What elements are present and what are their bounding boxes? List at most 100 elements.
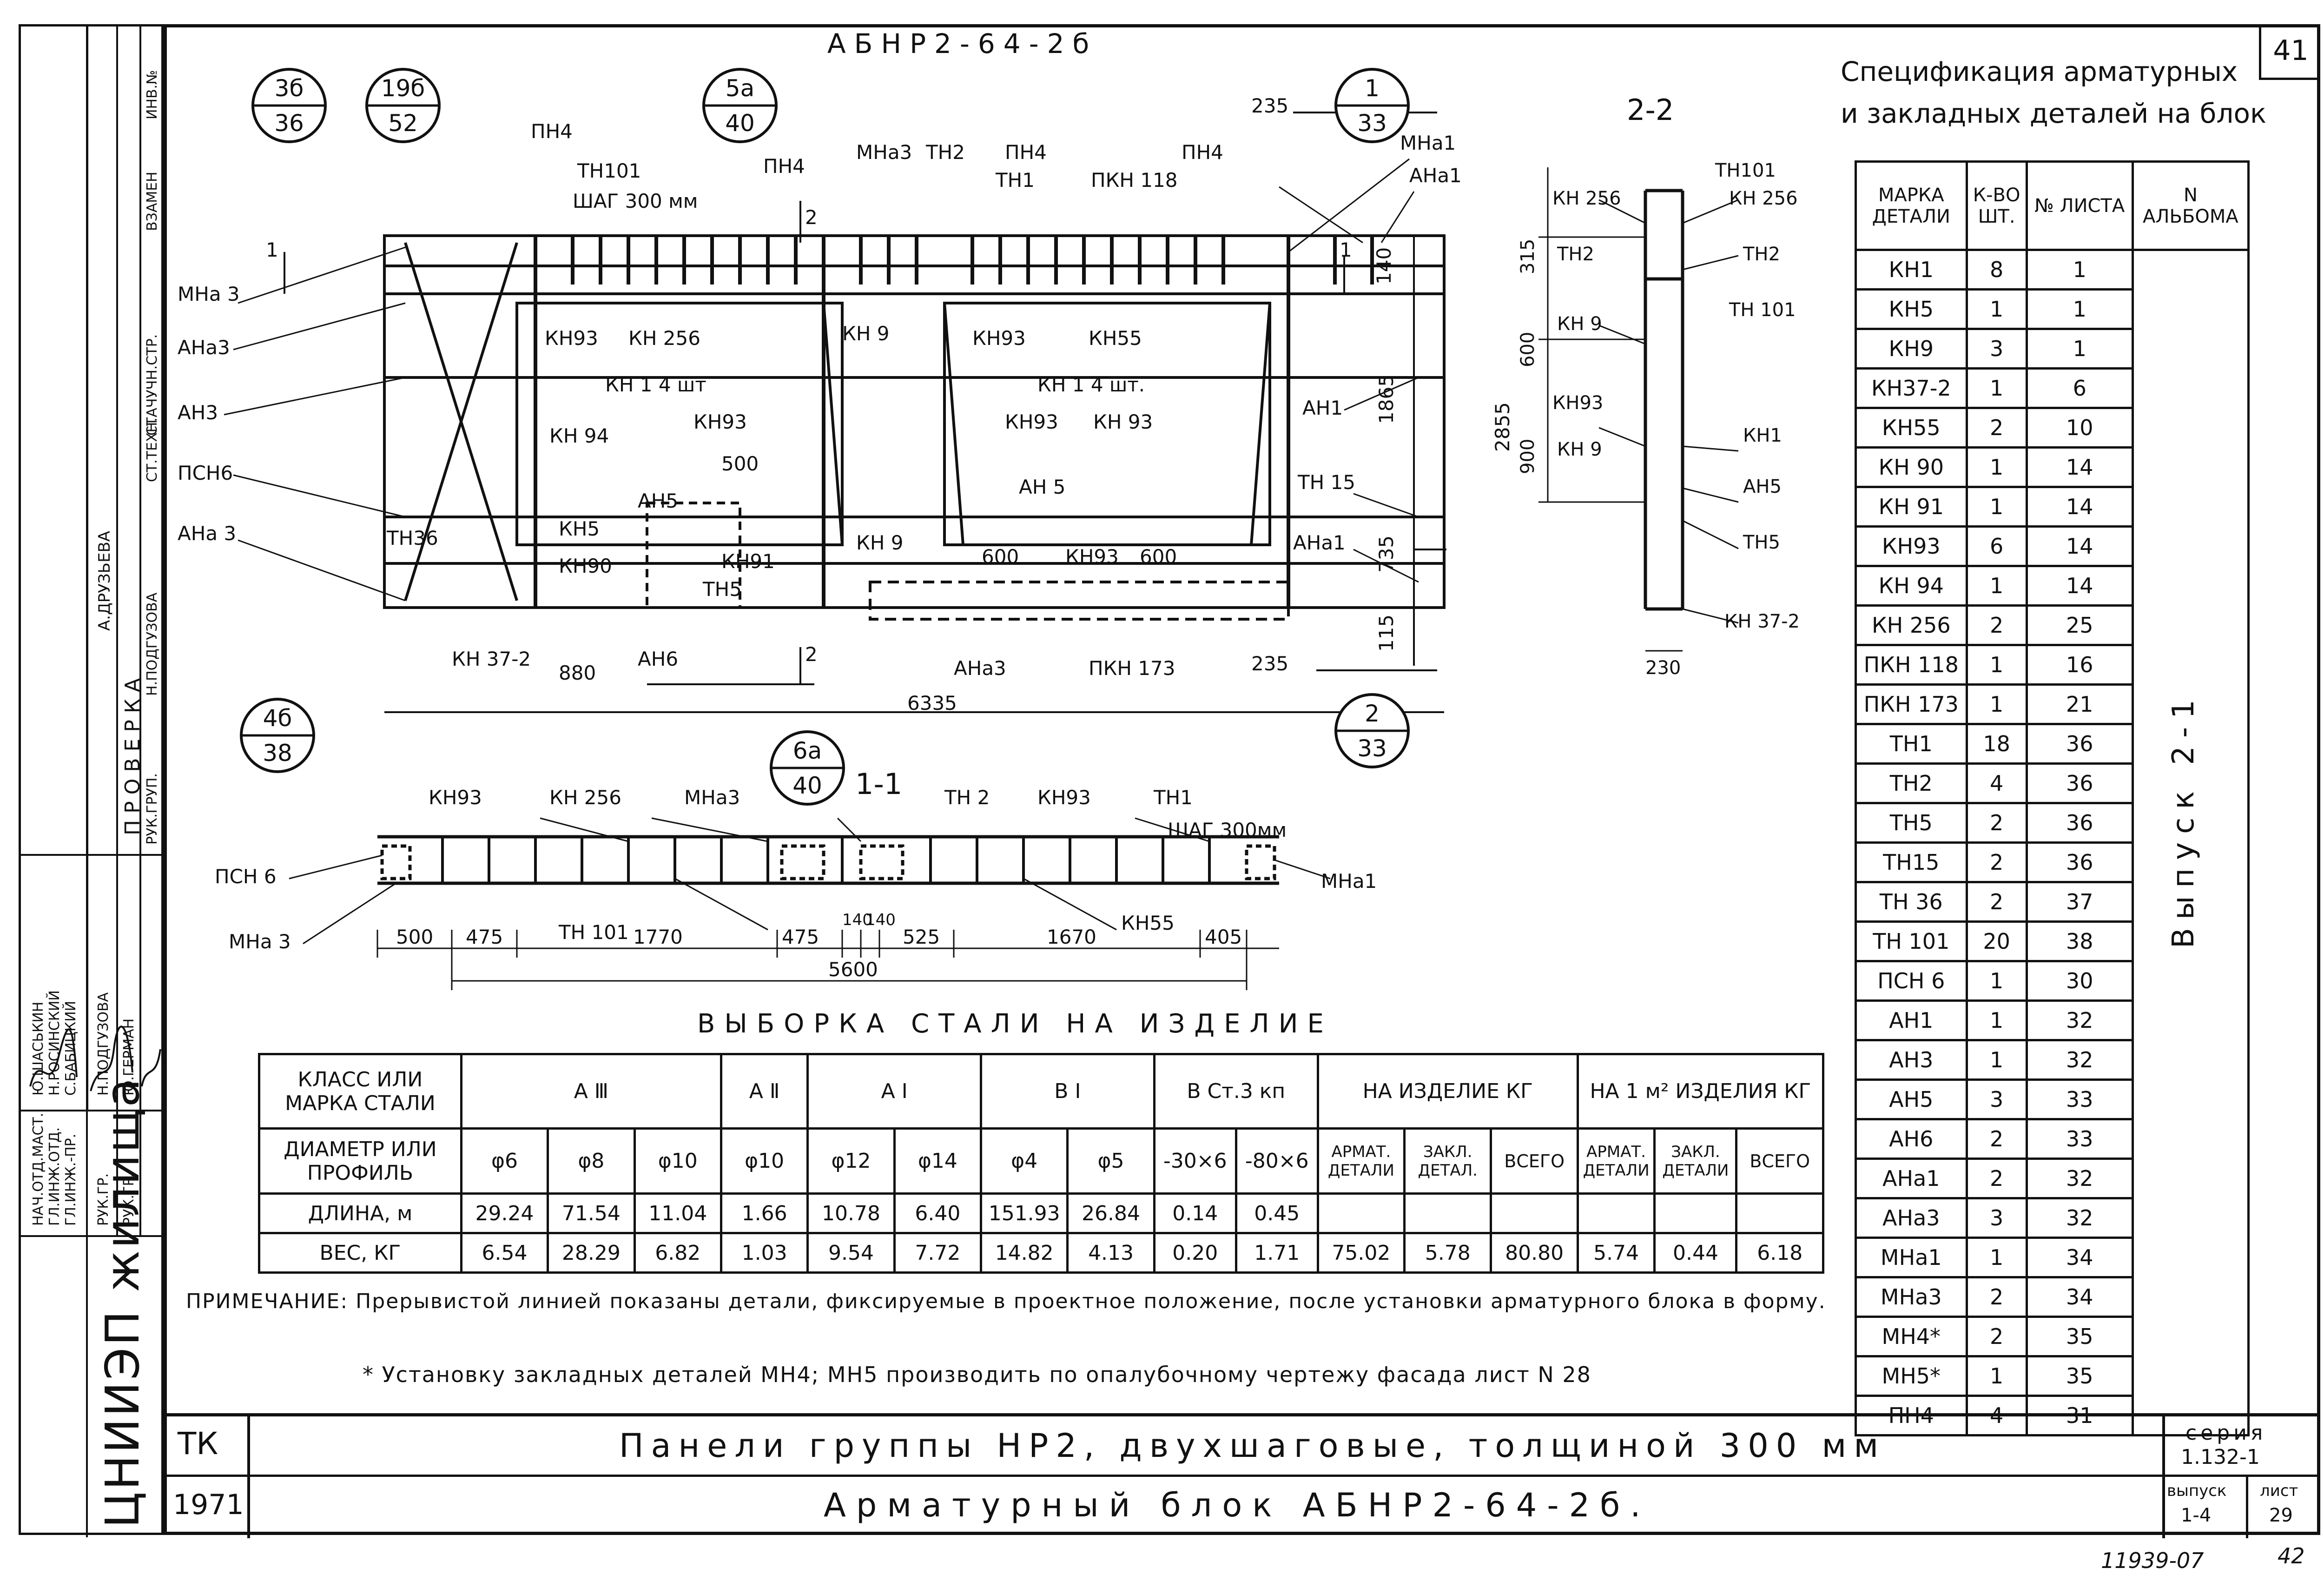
stamp-org: ЦНИИЭП жилища xyxy=(95,1077,150,1528)
spec-sheet: 36 xyxy=(2025,802,2134,844)
spec-sheet: 1 xyxy=(2025,328,2134,370)
spec-h-sheet: № ЛИСТА xyxy=(2025,160,2134,251)
plan-label: КН 1 4 шт. xyxy=(1037,373,1145,396)
drawing-title: АБНР2-64-2б xyxy=(827,28,1098,60)
steel-group: А Ⅰ xyxy=(806,1053,983,1130)
spec-sheet: 38 xyxy=(2025,920,2134,962)
spec-mark: КН1 xyxy=(1855,249,1968,291)
plan-label: ПН4 xyxy=(1005,141,1047,164)
sheet-number-box: 41 xyxy=(2259,24,2320,80)
s11-label: ТН1 xyxy=(1153,786,1193,809)
spec-qty: 2 xyxy=(1965,802,2028,844)
steel-diam: φ12 xyxy=(806,1127,896,1195)
s11-dim: 500 xyxy=(396,926,433,948)
spec-sheet: 32 xyxy=(2025,1039,2134,1081)
title-list-label: лист xyxy=(2260,1482,2298,1500)
stamp-side-2: ВЗАМЕН xyxy=(144,172,160,231)
spec-qty: 1 xyxy=(1965,367,2028,409)
title-seria-label: серия xyxy=(2185,1421,2267,1445)
s11-dim: 475 xyxy=(782,926,819,948)
plan-label: КН 256 xyxy=(628,327,700,350)
s11-label: ТН 101 xyxy=(558,921,629,944)
s22-label: ТН2 xyxy=(1557,244,1594,265)
stamp-check-name-2: А.ДРУЗЬЕВА xyxy=(95,530,114,631)
spec-qty: 1 xyxy=(1965,288,2028,330)
spec-sheet: 36 xyxy=(2025,762,2134,804)
callout-bottom: 52 xyxy=(388,110,418,137)
plan-label: АН5 xyxy=(638,490,678,512)
spec-sheet: 30 xyxy=(2025,960,2134,1002)
steel-diam: ВСЕГО xyxy=(1735,1127,1824,1195)
stamp-role-2: ГЛ.ИНЖ.ОТД. xyxy=(46,1127,63,1226)
steel-diam: ЗАКЛ. ДЕТАЛ. xyxy=(1403,1127,1492,1195)
spec-qty: 1 xyxy=(1965,960,2028,1002)
spec-sheet: 1 xyxy=(2025,249,2134,291)
steel-weight: 14.82 xyxy=(980,1232,1069,1274)
spec-sheet: 35 xyxy=(2025,1316,2134,1357)
stamp-role-1: НАЧ.ОТД.МАСТ. xyxy=(30,1112,46,1226)
steel-weight: 6.82 xyxy=(633,1232,722,1274)
spec-sheet: 34 xyxy=(2025,1276,2134,1318)
sheet-number: 41 xyxy=(2273,34,2309,67)
spec-sheet: 37 xyxy=(2025,881,2134,923)
callout-bottom: 38 xyxy=(263,740,292,767)
plan-view: 3б 36 19б 52 5а 40 1 33 4б 38 xyxy=(178,68,1512,806)
spec-sheet: 36 xyxy=(2025,723,2134,765)
spec-mark: КН 90 xyxy=(1855,446,1968,488)
spec-mark: ПКН 118 xyxy=(1855,644,1968,686)
spec-mark: ПКН 173 xyxy=(1855,683,1968,725)
s22-dim: 315 xyxy=(1517,239,1538,274)
steel-group: НА 1 м² ИЗДЕЛИЯ КГ xyxy=(1576,1053,1825,1130)
spec-qty: 3 xyxy=(1965,1197,2028,1239)
footer-page: 42 xyxy=(2278,1543,2305,1568)
steel-length: 6.40 xyxy=(893,1192,983,1234)
steel-length xyxy=(1735,1192,1824,1234)
s22-label: ТН101 xyxy=(1715,160,1776,181)
stamp-role-5: РУК.ГР. xyxy=(121,1173,137,1226)
spec-mark: АНа1 xyxy=(1855,1158,1968,1199)
spec-title-1: Спецификация арматурных xyxy=(1841,56,2238,87)
s22-label: КН93 xyxy=(1552,392,1603,414)
s11-label: МНа1 xyxy=(1321,870,1377,893)
plan-label: АН6 xyxy=(638,648,678,670)
callout-bottom: 40 xyxy=(725,110,755,137)
steel-length xyxy=(1653,1192,1738,1234)
steel-length: 0.45 xyxy=(1235,1192,1319,1234)
spec-qty: 2 xyxy=(1965,1158,2028,1199)
steel-h-diam: ДИАМЕТР ИЛИ ПРОФИЛЬ xyxy=(258,1127,462,1195)
section-1-1-title: 1-1 xyxy=(855,767,903,801)
plan-labels: ПН4 ТН101 ШАГ 300 мм ПН4 МНа3 ТН2 ПН4 ТН… xyxy=(178,94,1462,714)
s11-dim: 1770 xyxy=(633,926,683,948)
section-2-2-title: 2-2 xyxy=(1627,93,1674,127)
steel-weight: 6.54 xyxy=(460,1232,549,1274)
spec-sheet: 1 xyxy=(2025,288,2134,330)
plan-label: ТН36 xyxy=(386,527,438,549)
steel-diam: φ8 xyxy=(547,1127,636,1195)
plan-label: ТН1 xyxy=(995,169,1035,192)
s11-dim: 475 xyxy=(466,926,503,948)
plan-label: МНа1 xyxy=(1400,132,1456,154)
s11-dim: 525 xyxy=(903,926,940,948)
s11-dim: 1670 xyxy=(1047,926,1096,948)
steel-length: 26.84 xyxy=(1066,1192,1155,1234)
steel-length: 10.78 xyxy=(806,1192,896,1234)
plan-label: 600 xyxy=(1140,545,1177,568)
steel-diam: φ6 xyxy=(460,1127,549,1195)
steel-table-title: ВЫБОРКА СТАЛИ НА ИЗДЕЛИЕ xyxy=(697,1009,1333,1039)
spec-qty: 2 xyxy=(1965,604,2028,646)
s11-dim: 140 xyxy=(842,911,872,929)
callout-top: 5а xyxy=(726,75,754,102)
plan-label: 235 xyxy=(1251,652,1288,675)
steel-h-class: КЛАСС ИЛИ МАРКА СТАЛИ xyxy=(258,1053,462,1130)
plan-label: МНа 3 xyxy=(178,283,240,305)
plan-label: АНа1 xyxy=(1293,531,1346,554)
steel-weight: 5.74 xyxy=(1576,1232,1656,1274)
steel-diam: АРМАТ. ДЕТАЛИ xyxy=(1576,1127,1656,1195)
s11-label: КН93 xyxy=(1037,786,1091,809)
spec-sheet: 14 xyxy=(2025,486,2134,528)
stamp-role-4: РУК.ГР. xyxy=(95,1173,112,1226)
spec-mark: КН 256 xyxy=(1855,604,1968,646)
callout-top: 4б xyxy=(263,705,292,732)
callout-top: 6а xyxy=(793,737,822,764)
